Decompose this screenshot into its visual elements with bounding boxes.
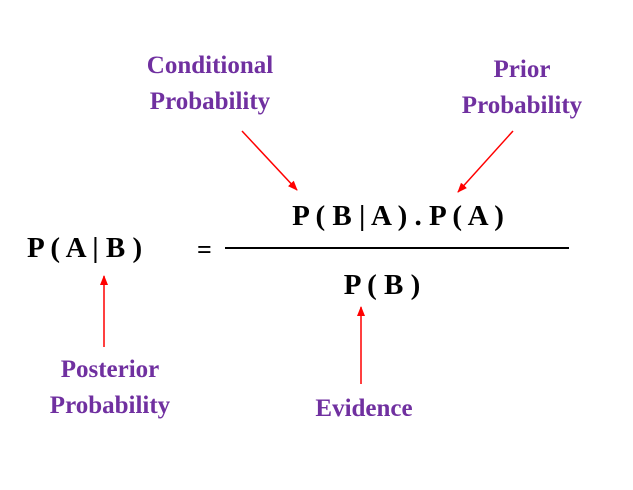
formula-denominator: P ( B ) <box>343 269 421 301</box>
conditional-probability-label: Conditional Probability <box>120 48 300 120</box>
prior-arrow <box>457 130 514 193</box>
prior-probability-label: Prior Probability <box>432 52 612 124</box>
evidence-label: Evidence <box>274 391 454 427</box>
conditional-label-line1: Conditional <box>146 52 274 79</box>
formula-lhs: P ( A | B ) <box>27 232 143 264</box>
prior-label-line1: Prior <box>493 56 551 83</box>
prior-label-line2: Probability <box>461 92 583 119</box>
evidence-label-text: Evidence <box>315 395 413 422</box>
formula-numerator: P ( B | A ) . P ( A ) <box>292 200 504 232</box>
conditional-label-line2: Probability <box>149 88 271 115</box>
conditional-arrow <box>241 130 298 191</box>
posterior-label-line2: Probability <box>49 392 171 419</box>
posterior-probability-label: Posterior Probability <box>20 352 200 424</box>
formula-equals: = <box>197 235 212 264</box>
posterior-label-line1: Posterior <box>60 356 160 383</box>
